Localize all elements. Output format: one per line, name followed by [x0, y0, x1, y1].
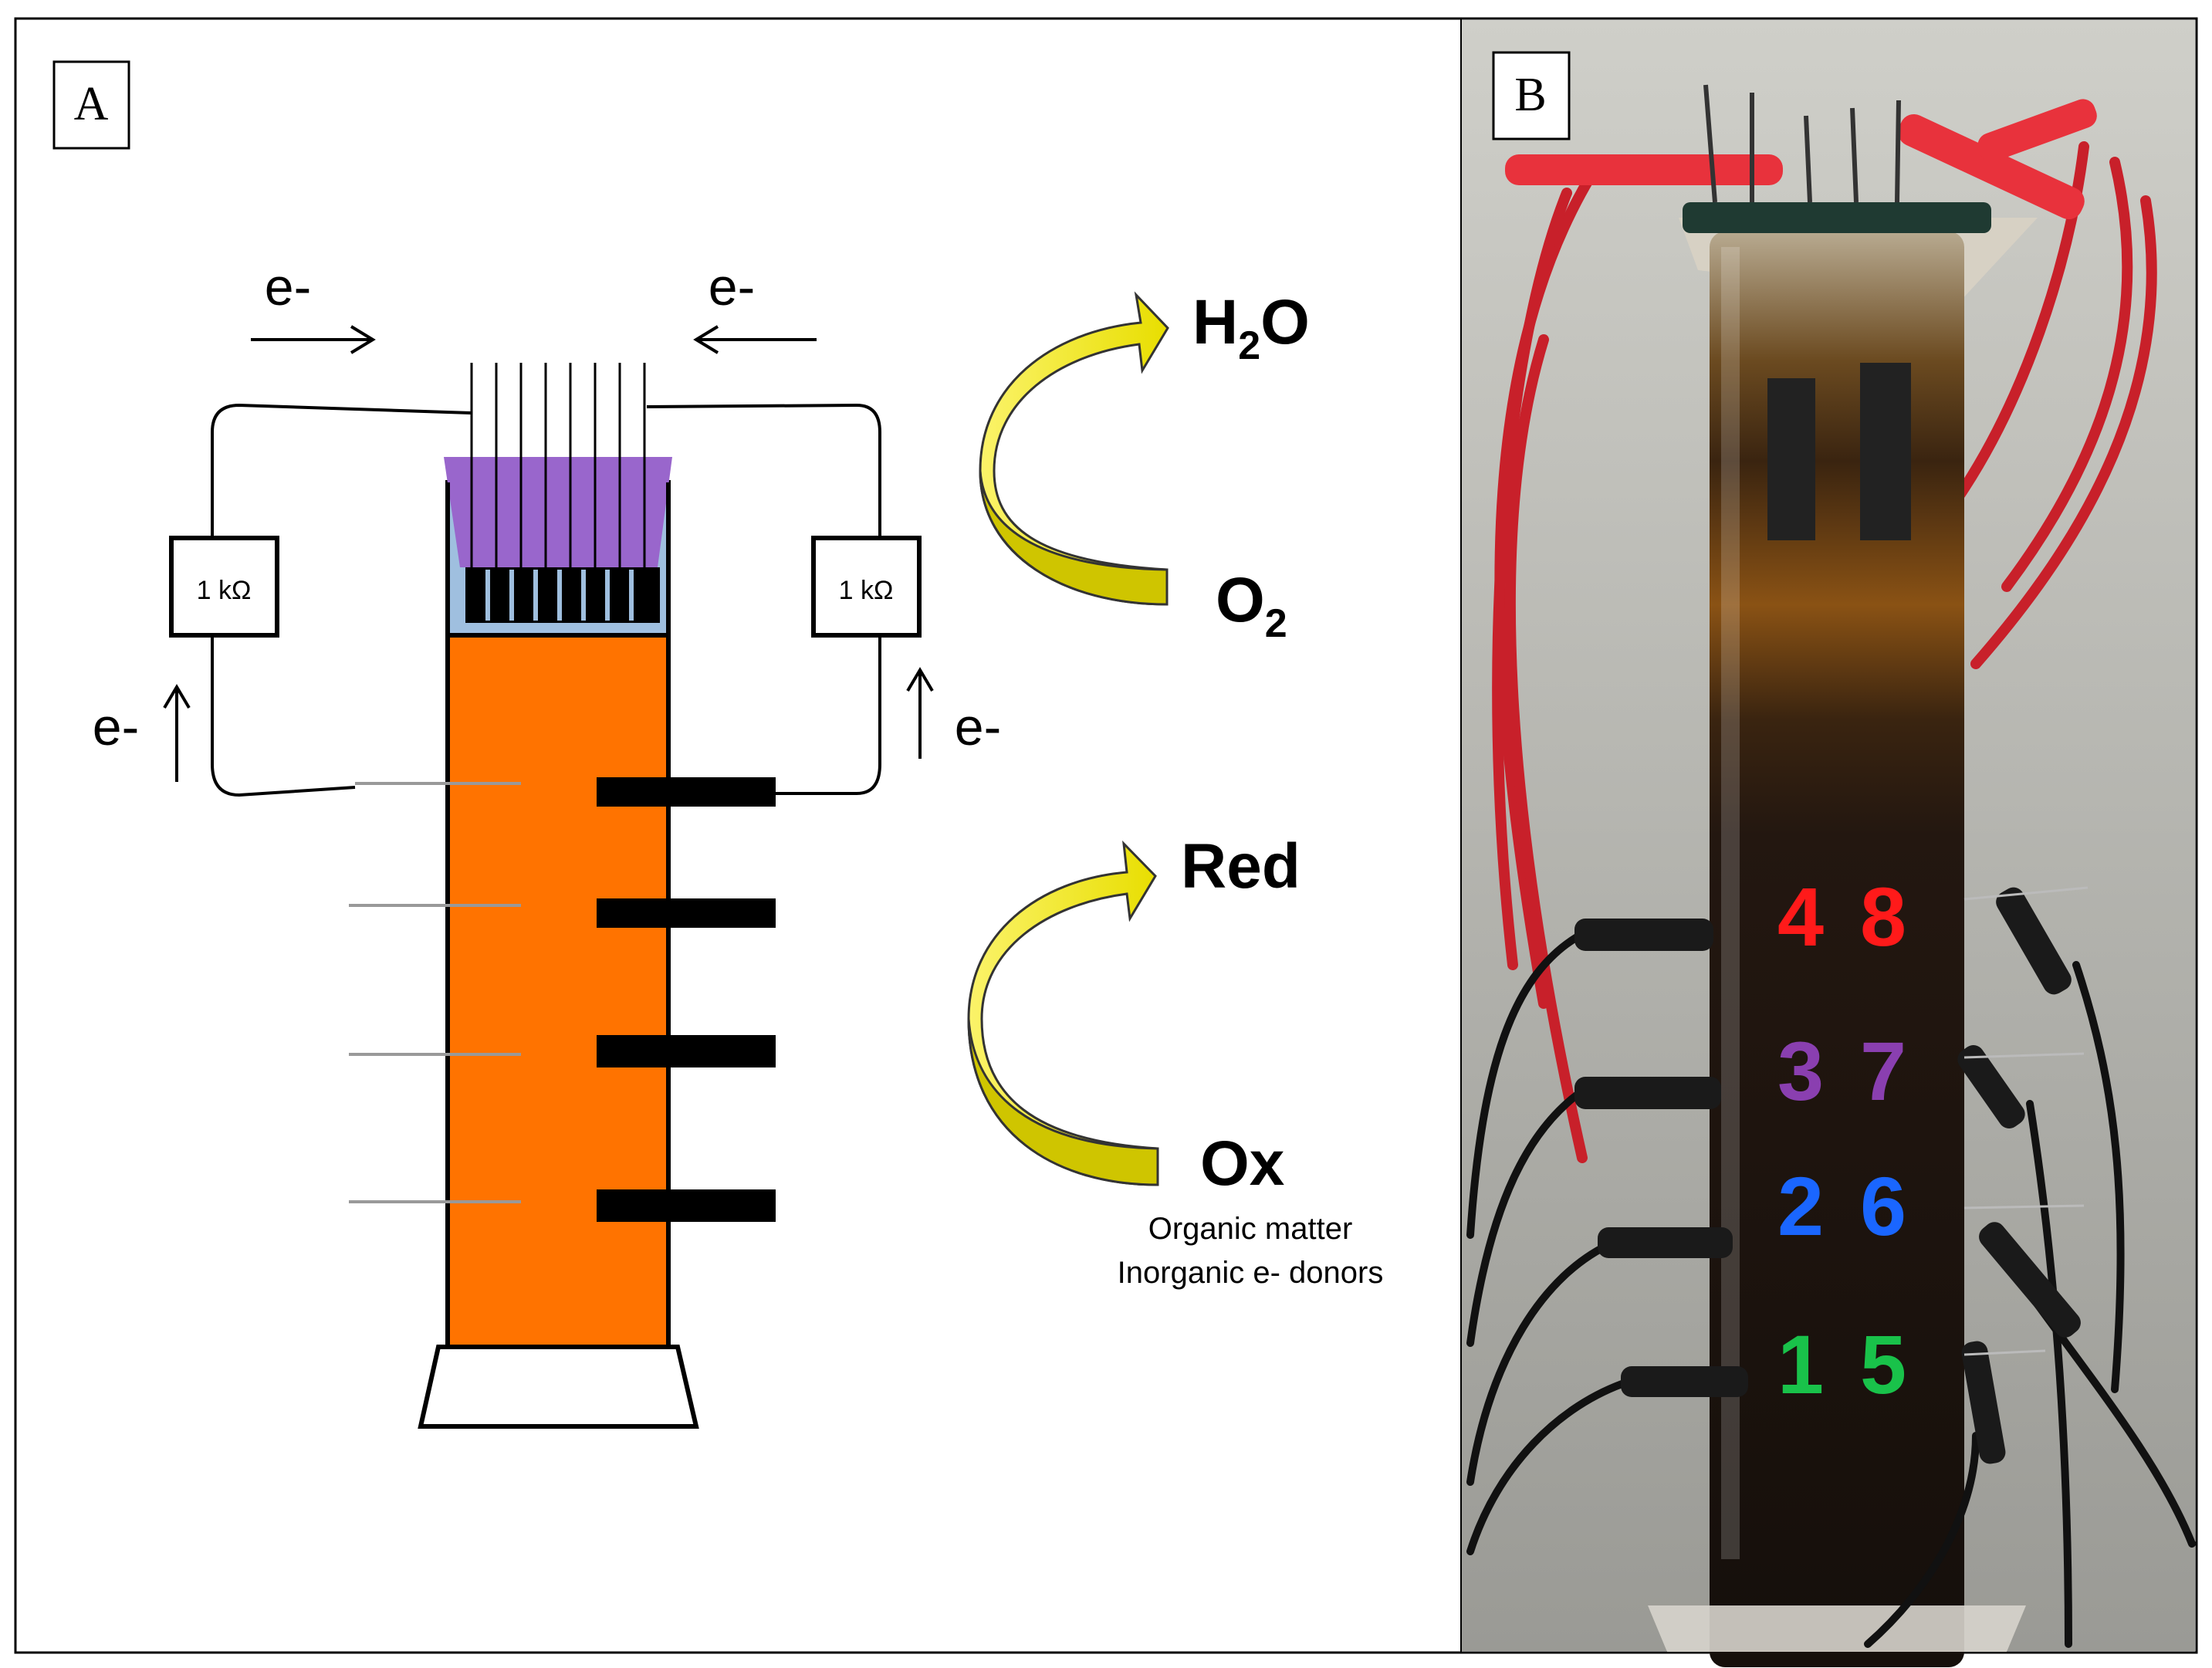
anode-bars — [597, 777, 776, 1222]
cathode-strip — [465, 567, 660, 623]
electrode-label-5: 5 — [1860, 1318, 1906, 1411]
resistor-left: 1 kΩ — [169, 536, 279, 638]
electrode-label-6: 6 — [1860, 1159, 1906, 1253]
cathode-plates — [1767, 363, 1911, 540]
electron-arrow-right-icon — [906, 667, 934, 759]
black-clips-icon — [1574, 887, 2081, 1464]
reaction-product-red: Red — [1181, 831, 1300, 902]
cathode-cap — [444, 457, 672, 567]
reaction-reactant-oxygen: O2 — [1216, 565, 1287, 646]
electrode-label-2: 2 — [1777, 1159, 1824, 1253]
electron-arrow-left-icon — [163, 684, 191, 782]
resistor-left-label: 1 kΩ — [197, 576, 252, 605]
tube-highlight — [1721, 247, 1740, 1559]
reaction-product-water: H2O — [1192, 287, 1310, 368]
resistor-right: 1 kΩ — [811, 536, 922, 638]
electrode-label-3: 3 — [1777, 1024, 1824, 1118]
reactor-cylinder — [418, 457, 699, 1429]
reference-wires — [349, 782, 521, 1203]
resistor-right-label: 1 kΩ — [839, 576, 894, 605]
anode-bar — [597, 1035, 776, 1067]
ox-note-line2: Inorganic e- donors — [1118, 1256, 1384, 1290]
reaction-arrow-redox-icon — [967, 840, 1159, 1186]
anode-bar — [597, 777, 776, 807]
electron-arrow-top-left-icon — [251, 325, 376, 354]
graduated-cylinder — [1710, 232, 1964, 1667]
svg-text:H2O: H2O — [1192, 287, 1310, 368]
electrode-label-1: 1 — [1777, 1318, 1824, 1411]
electrode-label-4: 4 — [1777, 870, 1824, 963]
electron-label-left: e- — [93, 698, 139, 756]
reaction-arrow-oxygen-icon — [979, 291, 1169, 606]
black-cables — [1466, 930, 2196, 1648]
cathode-pins — [1703, 84, 1901, 203]
electrode-pins — [1963, 886, 2089, 1356]
red-cables — [1492, 141, 2157, 1163]
electron-label-top-left: e- — [265, 258, 311, 316]
electron-arrow-top-right-icon — [693, 325, 817, 354]
electron-label-top-right: e- — [709, 258, 755, 316]
sediment-layer — [445, 633, 671, 1349]
electrode-labels: 4 8 3 7 2 6 1 5 — [1777, 870, 1906, 1411]
panel-a-label-box — [52, 60, 130, 150]
cathode-wires — [470, 363, 646, 567]
panel-b-photo: 4 8 3 7 2 6 1 5 B — [1461, 20, 2196, 1667]
electrode-label-7: 7 — [1860, 1024, 1906, 1118]
anode-bar — [597, 898, 776, 928]
reaction-reactant-ox: Ox — [1200, 1128, 1284, 1199]
panel-a: A 1 kΩ 1 kΩ e- e- e- — [52, 60, 1384, 1429]
ox-note-line1: Organic matter — [1148, 1212, 1353, 1246]
circuit-wires — [211, 403, 881, 797]
electron-label-right: e- — [955, 698, 1001, 756]
tube-base — [1648, 1605, 2026, 1652]
panel-b-label-box — [1492, 51, 1571, 140]
electrode-label-8: 8 — [1860, 870, 1906, 963]
anode-bar — [597, 1189, 776, 1222]
panel-b-label: B — [1514, 69, 1546, 121]
tube-lid — [1683, 202, 1991, 233]
cylinder-base — [418, 1345, 699, 1429]
svg-text:O2: O2 — [1216, 565, 1287, 646]
panel-a-label: A — [74, 78, 109, 130]
